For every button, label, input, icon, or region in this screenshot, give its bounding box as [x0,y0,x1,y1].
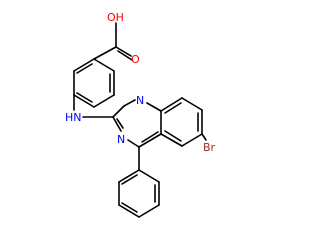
bond [127,139,140,148]
bond [138,169,160,183]
bond [112,105,125,118]
bond [146,102,162,112]
pyrimidine-ring [112,99,162,148]
structure-canvas: OH O HN N N Br [65,11,216,218]
double-bond [115,46,132,57]
bond [118,169,140,183]
phenyl-ring [118,146,160,218]
hydroxyl-label: OH [107,11,124,24]
bond [118,204,140,218]
double-bond-inner [116,118,124,129]
bond [201,133,207,141]
bond [138,204,160,218]
double-bond-inner [141,131,159,143]
double-bond-inner [164,102,182,114]
double-bond [117,50,133,61]
double-bond-inner [76,92,93,103]
bond [73,94,95,108]
bond [93,58,115,72]
double-bond-inner [121,202,138,213]
bond [123,99,136,107]
molecule-drawing: OH O HN N N Br [65,11,216,218]
double-bond-inner [164,130,182,142]
bond [93,94,115,108]
bond [138,133,162,148]
benzo-ring [160,97,203,147]
bond [73,58,95,72]
bond [181,97,203,111]
bond [93,46,117,60]
bond [181,133,203,147]
quinazoline-n1-label: N [136,94,144,107]
bond [160,133,183,147]
bromine-substituent [201,133,207,141]
bond [160,97,183,112]
bromine-label: Br [203,141,216,154]
quinazoline-n3-label: N [117,133,125,146]
bond [112,116,122,132]
benzoic-acid-ring [73,58,115,108]
carbonyl-oxygen-label: O [131,53,140,66]
carboxyl-group [93,22,133,61]
double-bond-inner [76,63,93,74]
amine-linker [73,94,114,118]
amine-label: HN [65,111,82,124]
double-bond-inner [121,174,138,185]
